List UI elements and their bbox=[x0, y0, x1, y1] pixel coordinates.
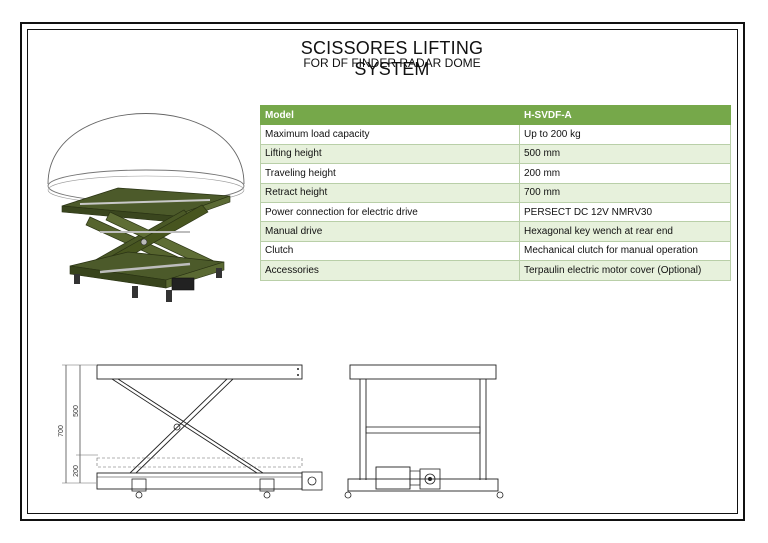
spec-value: 700 mm bbox=[519, 182, 731, 203]
spec-label: Accessories bbox=[260, 260, 520, 281]
spec-value: Terpaulin electric motor cover (Optional… bbox=[519, 260, 731, 281]
table-row: Clutch Mechanical clutch for manual oper… bbox=[260, 240, 731, 262]
spec-value: Mechanical clutch for manual operation bbox=[519, 240, 731, 262]
document-subtitle: FOR DF FINDER RADAR DOME bbox=[303, 56, 481, 70]
table-row: Power connection for electric drive PERS… bbox=[260, 201, 731, 223]
table-row: Maximum load capacity Up to 200 kg bbox=[260, 124, 731, 145]
spec-label: Power connection for electric drive bbox=[260, 201, 520, 223]
table-header-row: Model H-SVDF-A bbox=[260, 104, 731, 126]
spec-label: Manual drive bbox=[260, 221, 520, 242]
spec-label: Lifting height bbox=[260, 143, 520, 165]
specifications-table: Model H-SVDF-A Maximum load capacity Up … bbox=[260, 104, 731, 281]
spec-label: Clutch bbox=[260, 240, 520, 262]
end-motor bbox=[375, 466, 411, 490]
document-title: SCISSORES LIFTING SYSTEM bbox=[300, 38, 484, 79]
table-row: Traveling height 200 mm bbox=[260, 163, 731, 184]
table-row: Manual drive Hexagonal key wench at rear… bbox=[260, 221, 731, 242]
end-elevation-drawing bbox=[344, 364, 504, 499]
side-elevation-drawing: 700 500 200 bbox=[58, 364, 323, 499]
spec-value: Up to 200 kg bbox=[519, 124, 731, 145]
electric-motor bbox=[171, 277, 195, 291]
document-outer-border bbox=[20, 22, 745, 521]
base-rail bbox=[96, 472, 303, 490]
table-row: Lifting height 500 mm bbox=[260, 143, 731, 165]
table-row: Accessories Terpaulin electric motor cov… bbox=[260, 260, 731, 281]
end-base bbox=[347, 478, 499, 492]
spec-value: Hexagonal key wench at rear end bbox=[519, 221, 731, 242]
spec-value: PERSECT DC 12V NMRV30 bbox=[519, 201, 731, 223]
dimension-total-height: 700 bbox=[58, 425, 65, 437]
spec-value: 200 mm bbox=[519, 163, 731, 184]
dimension-lifting-height: 500 bbox=[73, 405, 80, 417]
spec-label: Traveling height bbox=[260, 163, 520, 184]
lift-3d-illustration bbox=[47, 113, 245, 302]
platform-top bbox=[96, 364, 303, 380]
caster-wheel bbox=[74, 274, 80, 284]
end-platform-top bbox=[349, 364, 497, 380]
dimension-traveling-height: 200 bbox=[73, 465, 80, 477]
document-inner-border bbox=[27, 29, 738, 514]
radar-dome bbox=[47, 113, 245, 185]
header-label-cell: Model bbox=[260, 104, 520, 126]
table-row: Retract height 700 mm bbox=[260, 182, 731, 203]
spec-value: 500 mm bbox=[519, 143, 731, 165]
header-value-cell: H-SVDF-A bbox=[519, 104, 731, 126]
spec-label: Retract height bbox=[260, 182, 520, 203]
spec-label: Maximum load capacity bbox=[260, 124, 520, 145]
